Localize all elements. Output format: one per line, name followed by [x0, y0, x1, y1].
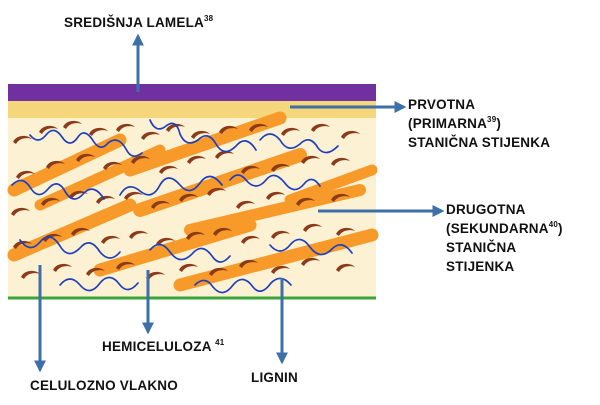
primary-wall-line2b: ) — [496, 116, 502, 131]
lignin-strands — [11, 119, 353, 294]
lignin-strand — [19, 236, 121, 259]
middle-lamella-ref: 38 — [203, 14, 214, 23]
lignin-text: LIGNIN — [251, 370, 298, 385]
pointer-arrows — [34, 33, 445, 373]
label-middle-lamella: SREDIŠNJA LAMELA38 — [64, 13, 213, 32]
lignin-strand — [29, 129, 143, 158]
lignin-strand — [149, 119, 257, 153]
primary-wall-line1: PRVOTNA — [408, 97, 476, 112]
hemicellulose-text: HEMICELULOZA — [102, 339, 216, 354]
lignin-strand — [119, 175, 223, 196]
secondary-wall-line2b: ) — [558, 221, 563, 236]
cellulose-fiber — [34, 144, 166, 211]
secondary-wall-line4: STIJENKA — [446, 259, 515, 274]
secondary-wall-line2: (SEKUNDARNA40) — [446, 219, 563, 238]
lignin-strand — [11, 179, 105, 200]
primary-wall-line2: (PRIMARNA39) — [408, 114, 550, 133]
lignin-strand — [59, 276, 139, 292]
lignin-strand — [229, 174, 321, 191]
cellulose-fiber-text: CELULOZNO VLAKNO — [30, 378, 178, 393]
lignin-strand — [259, 133, 339, 154]
primary-wall-ref: 39 — [487, 115, 497, 124]
primary-wall-line3: STANIČNA STIJENKA — [408, 135, 551, 150]
middle-lamella-text: SREDIŠNJA LAMELA — [64, 15, 204, 30]
secondary-wall-line2a: (SEKUNDARNA — [446, 221, 549, 236]
primary-wall-line2a: (PRIMARNA — [408, 116, 488, 131]
label-lignin: LIGNIN — [251, 368, 298, 387]
lignin-strand — [269, 238, 353, 256]
lignin-strand — [194, 277, 292, 294]
middle-lamella-layer — [8, 84, 376, 101]
lignin-strand — [149, 243, 231, 263]
hemicellulose-ref: 41 — [215, 338, 225, 347]
secondary-wall-line1: DRUGOTNA — [446, 202, 526, 217]
secondary-wall-ref: 40 — [548, 220, 559, 229]
label-secondary-wall: DRUGOTNA (SEKUNDARNA40) STANIČNA STIJENK… — [446, 200, 563, 276]
label-hemicellulose: HEMICELULOZA 41 — [102, 337, 224, 356]
label-primary-wall: PRVOTNA (PRIMARNA39) STANIČNA STIJENKA — [408, 95, 550, 152]
label-cellulose-fiber: CELULOZNO VLAKNO — [30, 376, 178, 395]
cellulose-fiber — [184, 184, 366, 236]
cellulose-fiber — [7, 133, 127, 197]
secondary-wall-line3: STANIČNA — [446, 240, 517, 255]
cellulose-fiber — [173, 228, 379, 292]
primary-wall-layer — [8, 100, 376, 118]
cellulose-fiber — [284, 164, 378, 206]
